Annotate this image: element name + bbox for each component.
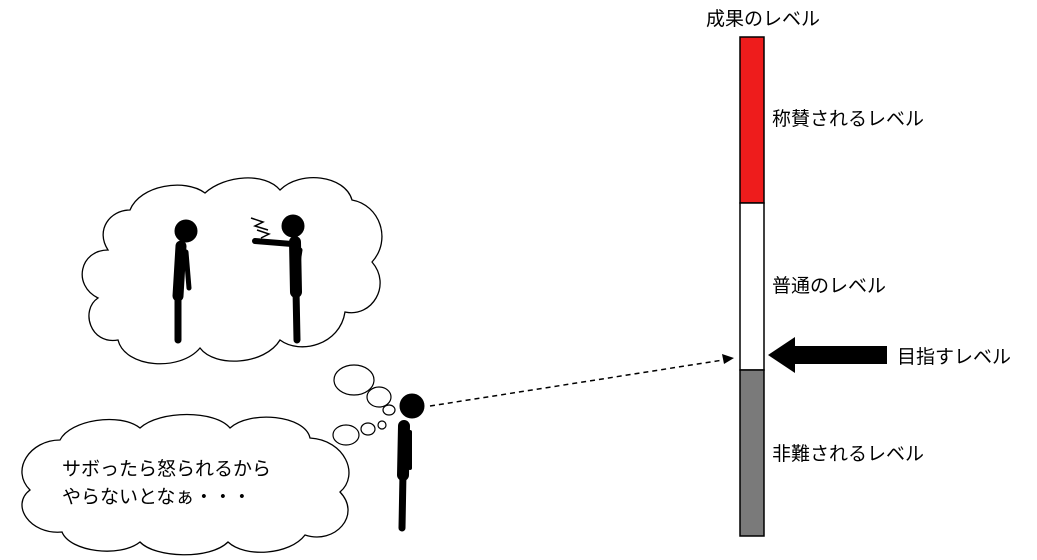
target-level-label: 目指すレベル	[897, 346, 1012, 368]
level-blame-segment	[739, 369, 765, 537]
level-praise-segment	[739, 36, 765, 204]
dashed-pointer-arrow	[429, 354, 734, 407]
thought-cloud	[81, 177, 383, 365]
level-blame-label: 非難されるレベル	[772, 443, 925, 465]
thought-bubble-dots	[332, 364, 396, 446]
level-normal-label: 普通のレベル	[772, 275, 887, 297]
level-bar-title: 成果のレベル	[706, 8, 821, 30]
speech-line-2: やらないとなぁ・・・	[62, 486, 252, 508]
speech-text: サボったら怒られるから やらないとなぁ・・・	[62, 455, 271, 511]
anger-spark-icon	[250, 217, 271, 239]
scolding-person-icon	[252, 214, 305, 344]
target-arrow-icon	[768, 337, 887, 373]
thinking-person-icon	[397, 393, 425, 532]
bowing-person-icon	[172, 219, 198, 344]
level-praise-label: 称賛されるレベル	[772, 108, 925, 130]
speech-line-1: サボったら怒られるから	[62, 458, 272, 480]
speech-cloud	[21, 413, 350, 556]
level-normal-segment	[739, 202, 765, 371]
